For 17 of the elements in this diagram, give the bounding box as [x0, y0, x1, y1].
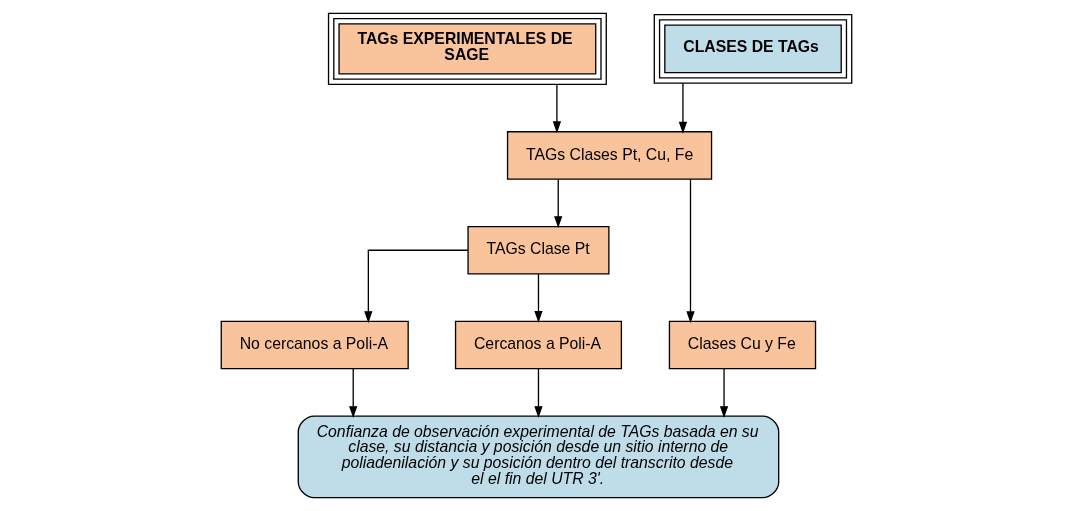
node-box: Confianza de observación experimental de TAGs basada en su clase, su distancia y posición desde un sitio interno de poliadenilación y su posición dentro del transcrito desde el el fin del UTR 3'. [297, 415, 780, 499]
node-box: Cercanos a Poli-A [454, 320, 623, 370]
arrow [364, 249, 469, 324]
node-box: TAGs Clase Pt [467, 225, 610, 275]
node-box: No cercanos a Poli-A [220, 320, 409, 370]
arrow [678, 82, 688, 134]
arrow [554, 178, 563, 228]
arrow [534, 368, 543, 418]
node-box: TAGs Clases Pt, Cu, Fe [506, 131, 713, 180]
arrow [349, 368, 358, 418]
arrow [534, 273, 543, 323]
arrow [719, 368, 729, 418]
node-box: CLASES DE TAGs [653, 13, 853, 84]
arrow [552, 84, 562, 134]
node-box: Clases Cu y Fe [668, 320, 817, 370]
node-box: TAGs EXPERIMENTALES DE SAGE [327, 12, 607, 86]
arrow [686, 178, 695, 324]
